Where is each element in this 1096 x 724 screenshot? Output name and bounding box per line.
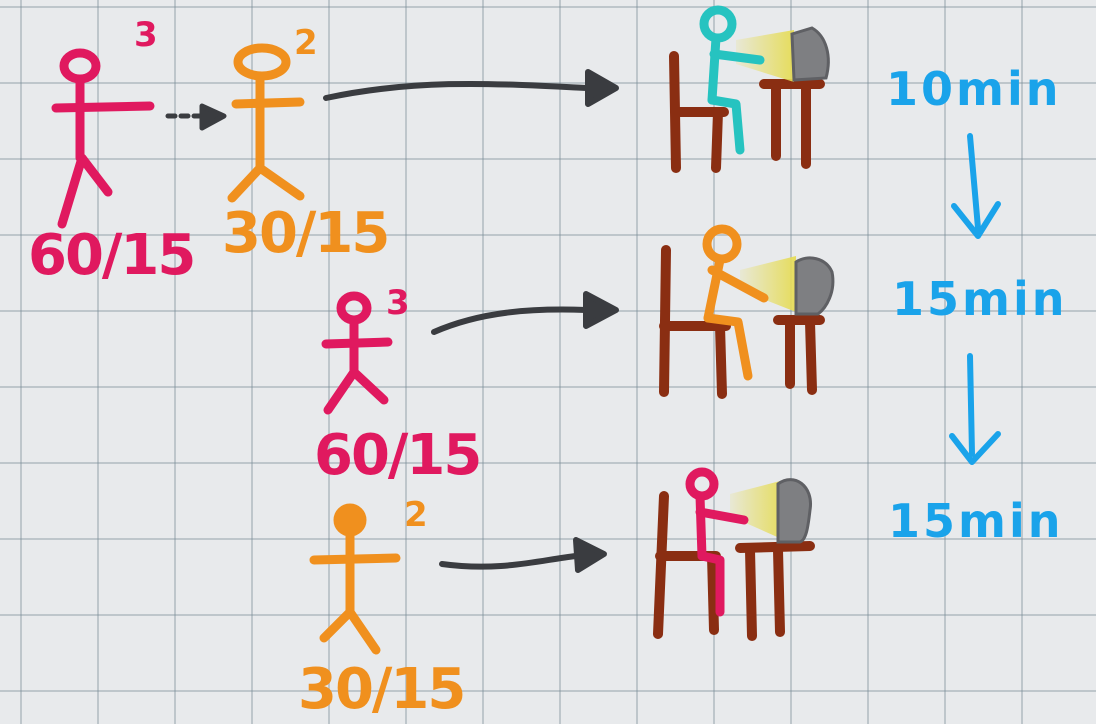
person-1-exponent: 3 bbox=[134, 15, 158, 55]
person-4-exponent: 2 bbox=[404, 495, 428, 535]
down-arrow-icon bbox=[951, 133, 1001, 239]
worker-1-figure bbox=[699, 5, 765, 155]
arrow-person1-to-person2 bbox=[165, 103, 227, 131]
workstation-2 bbox=[659, 224, 835, 399]
down-arrow-icon bbox=[949, 353, 1001, 465]
computer-icon bbox=[790, 26, 830, 82]
workstation-3 bbox=[653, 467, 815, 641]
person-3-fraction: 60/15 bbox=[314, 423, 482, 488]
computer-icon bbox=[794, 256, 835, 316]
screen-glow bbox=[730, 480, 784, 540]
person-4-figure bbox=[309, 503, 401, 655]
person-3-exponent: 3 bbox=[386, 283, 410, 323]
person-1-figure bbox=[51, 48, 155, 229]
arrow-to-station-1 bbox=[323, 69, 619, 107]
person-3-figure bbox=[321, 291, 393, 415]
arrow-to-station-2 bbox=[431, 291, 619, 335]
desk-icon bbox=[735, 541, 815, 641]
person-2-fraction: 30/15 bbox=[222, 201, 390, 266]
time-label-2: 15min bbox=[892, 272, 1068, 326]
time-label-3: 15min bbox=[888, 494, 1064, 548]
computer-icon bbox=[776, 478, 812, 544]
worker-2-figure bbox=[702, 224, 769, 381]
person-1-fraction: 60/15 bbox=[28, 223, 196, 288]
person-4-fraction: 30/15 bbox=[298, 657, 466, 722]
arrow-to-station-3 bbox=[439, 537, 607, 573]
person-2-exponent: 2 bbox=[294, 23, 318, 63]
workstation-1 bbox=[669, 5, 830, 173]
time-label-1: 10min bbox=[886, 62, 1062, 116]
chair-icon bbox=[669, 51, 729, 173]
screen-glow bbox=[736, 30, 794, 82]
worker-3-figure bbox=[685, 467, 749, 617]
desk-icon bbox=[759, 79, 825, 169]
person-2-figure bbox=[227, 43, 305, 203]
chair-icon bbox=[659, 245, 731, 399]
desk-icon bbox=[773, 315, 825, 395]
screen-glow bbox=[740, 256, 796, 312]
